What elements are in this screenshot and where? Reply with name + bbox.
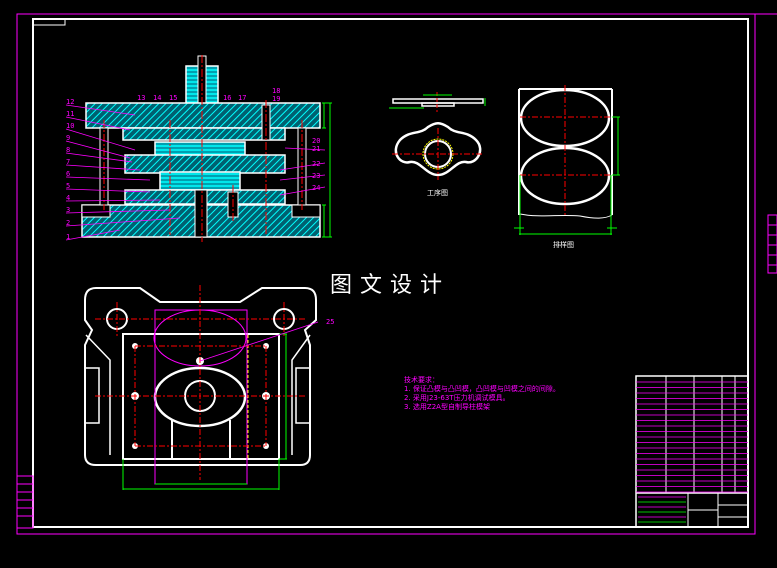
layout-dimensions [514,116,620,235]
plan-view [84,285,319,490]
part-label: 20 [312,137,320,145]
section-right-labels: 20 21 22 23 24 [312,137,320,192]
part-label: 6 [66,170,70,178]
lower-plate-outline [84,287,317,466]
requirement-item: 3. 选用Z2A型自制导柱模架 [404,402,490,411]
right-side-block-lines [768,224,777,266]
process-part-outline [394,122,482,177]
title-block [635,375,749,528]
part-label: 15 [169,94,177,102]
part-label: 5 [66,182,70,190]
process-view-caption: 工序图 [427,188,448,197]
plan-callout-label: 25 [326,318,334,326]
section-dimensions [322,102,332,238]
part-label: 17 [238,94,246,102]
requirement-item: 1. 保证凸模与凸凹模，凸凹模与凹模之间的间隙。 [404,384,560,393]
watermark: 图文设计 [330,273,450,298]
technical-requirements: 技术要求： 1. 保证凸模与凸凹模，凸凹模与凹模之间的间隙。 2. 采用J23-… [404,375,560,411]
process-view [389,92,486,180]
part-label: 24 [312,184,320,192]
part-label: 22 [312,160,320,168]
part-label: 3 [66,206,70,214]
part-label: 13 [137,94,145,102]
left-side-block-lines [17,483,33,517]
part-label: 14 [153,94,161,102]
left-side-block [16,475,34,529]
part-label: 1 [66,233,70,241]
outer-frame [16,13,756,535]
inner-frame [32,18,749,528]
part-label: 7 [66,158,70,166]
requirements-title: 技术要求： [404,375,439,384]
section-leaders [65,104,326,241]
layout-view [514,85,620,235]
punch-backing-plate [122,127,286,141]
section-view [65,55,332,242]
right-side-block [767,214,777,274]
upper-die-plate [85,102,321,129]
die-insert [159,171,241,191]
part-label: 10 [66,122,74,130]
part-label: 19 [272,95,280,103]
section-top-labels: 13 14 15 16 17 18 19 [137,87,280,103]
part-label: 8 [66,146,70,154]
part-label: 2 [66,219,70,227]
part-label: 12 [66,98,74,106]
requirement-item: 2. 采用J23-63T压力机调试模具。 [404,393,510,402]
part-label: 16 [223,94,231,102]
part-label: 9 [66,134,70,142]
frame-tab [32,18,66,26]
section-left-labels: 12 11 10 9 8 7 6 5 4 3 2 1 [66,98,74,241]
part-label: 4 [66,194,70,202]
part-label: 11 [66,110,74,118]
part-label: 21 [312,145,320,153]
layout-view-caption: 排样图 [553,240,574,249]
stripper-plate [124,154,286,174]
part-label: 23 [312,172,320,180]
part-label: 18 [272,87,280,95]
plan-dimensions [122,333,287,490]
